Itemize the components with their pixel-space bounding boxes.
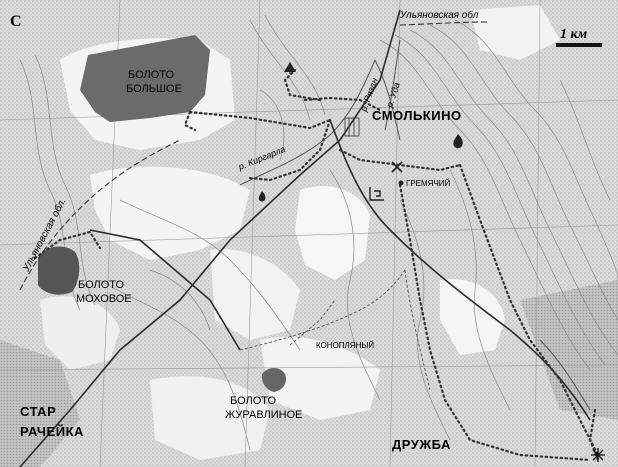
rivers	[239, 39, 591, 411]
minor-roads	[239, 269, 431, 391]
campfire-icon	[453, 134, 463, 149]
ruins-icon	[369, 187, 384, 201]
label-zhuravlinoe-2: ЖУРАВЛИНОЕ	[225, 409, 303, 421]
crossed-swords-icon	[391, 161, 403, 173]
tent-icon	[284, 62, 296, 74]
swamp-bolshoe	[80, 35, 210, 122]
label-konoplyany: КОНОПЛЯНЫЙ	[316, 341, 374, 350]
star-icon	[591, 448, 605, 462]
village-marker	[398, 180, 404, 186]
place-labels: БОЛОТО БОЛЬШОЕ СМОЛЬКИНО ГРЕМЯЧИЙ БОЛОТО…	[20, 69, 462, 452]
label-smolkino: СМОЛЬКИНО	[372, 108, 462, 123]
label-mokhovoe-2: МОХОВОЕ	[76, 293, 132, 305]
village-block-smolkino	[344, 117, 360, 137]
north-indicator: С	[10, 13, 22, 30]
scale-label: 1 км	[560, 27, 588, 42]
map-symbols	[258, 62, 605, 462]
roads	[19, 9, 591, 467]
label-zhuravlinoe-1: БОЛОТО	[230, 395, 277, 407]
contour-lines	[19, 14, 618, 451]
label-mokhovoe-1: БОЛОТО	[78, 279, 125, 291]
label-druzhba: ДРУЖБА	[392, 437, 451, 452]
scale-bar: 1 км	[556, 27, 602, 47]
scale-bar-line	[556, 43, 602, 47]
trekking-routes	[33, 68, 600, 462]
label-bolshoe-1: БОЛОТО	[128, 69, 175, 81]
label-rachejka-2: РАЧЕЙКА	[20, 424, 84, 439]
swamp-mokhovoe	[38, 246, 80, 295]
label-region-top: Ульяновская обл	[399, 9, 479, 21]
region-boundaries	[19, 21, 491, 291]
swamps	[38, 35, 286, 392]
label-rachejka-1: СТАР	[20, 404, 56, 419]
label-bolshoe-2: БОЛЬШОЕ	[126, 83, 182, 95]
north-label: С	[10, 13, 22, 30]
swamp-zhuravlinoe	[261, 368, 286, 392]
campfire-icon	[258, 191, 266, 202]
label-gremyachiy: ГРЕМЯЧИЙ	[406, 179, 451, 188]
